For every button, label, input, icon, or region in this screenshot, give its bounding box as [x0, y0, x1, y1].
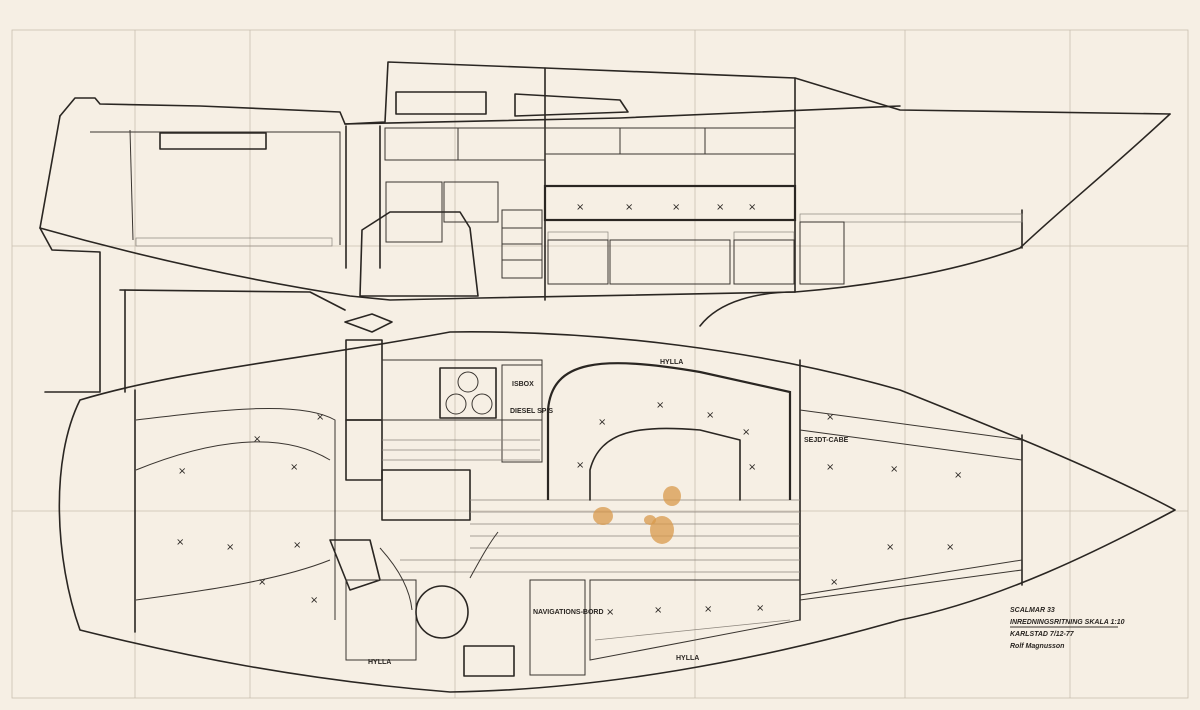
side-elevation: × × × × × — [39, 61, 1171, 393]
coffee-stains — [593, 486, 681, 544]
icebox-label: ISBOX — [512, 381, 534, 388]
svg-text:×: × — [716, 202, 724, 213]
svg-text:×: × — [606, 607, 614, 618]
svg-text:×: × — [293, 540, 301, 551]
shelf-label-bottom-left: HYLLA — [368, 659, 391, 666]
svg-text:×: × — [258, 577, 266, 588]
svg-text:×: × — [226, 542, 234, 553]
svg-text:×: × — [748, 462, 756, 473]
svg-text:×: × — [178, 466, 186, 477]
svg-text:×: × — [176, 537, 184, 548]
svg-text:×: × — [576, 460, 584, 471]
title-line-2: INREDNINGSRITNING SKALA 1:10 — [1010, 619, 1125, 626]
svg-text:×: × — [625, 202, 633, 213]
svg-text:×: × — [826, 412, 834, 423]
svg-text:×: × — [946, 542, 954, 553]
plan-view: × × × × × × × × × × × × × × × × × × × × … — [58, 331, 1176, 693]
svg-text:×: × — [954, 470, 962, 481]
svg-text:×: × — [672, 202, 680, 213]
svg-text:×: × — [826, 462, 834, 473]
svg-text:×: × — [316, 412, 324, 423]
svg-text:×: × — [830, 577, 838, 588]
svg-text:×: × — [654, 605, 662, 616]
nav-table-label: NAVIGATIONS-BORD — [533, 609, 604, 616]
svg-text:×: × — [706, 410, 714, 421]
stove-label: DIESEL SPIS — [510, 408, 553, 415]
svg-text:×: × — [886, 542, 894, 553]
svg-text:×: × — [890, 464, 898, 475]
title-line-4: Rolf Magnusson — [1010, 643, 1064, 650]
svg-text:×: × — [742, 427, 750, 438]
svg-text:×: × — [704, 604, 712, 615]
svg-text:×: × — [310, 595, 318, 606]
title-line-3: KARLSTAD 7/12-77 — [1010, 631, 1075, 638]
svg-text:×: × — [576, 202, 584, 213]
shelf-label-bottom-right: HYLLA — [676, 655, 699, 662]
svg-text:×: × — [748, 202, 756, 213]
shelf-label-top: HYLLA — [660, 359, 683, 366]
svg-text:×: × — [290, 462, 298, 473]
title-line-1: SCALMAR 33 — [1010, 607, 1055, 614]
svg-text:×: × — [598, 417, 606, 428]
svg-text:×: × — [253, 434, 261, 445]
title-block: SCALMAR 33 INREDNINGSRITNING SKALA 1:10 … — [1010, 607, 1125, 650]
svg-text:×: × — [756, 603, 764, 614]
svg-text:×: × — [656, 400, 664, 411]
side-seat-label: SEJDT-CABE — [804, 437, 849, 444]
